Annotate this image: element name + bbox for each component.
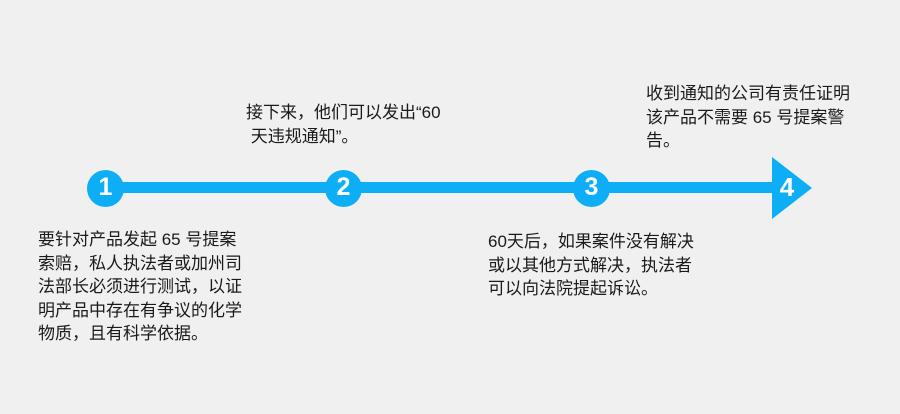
step-3-marker: 3	[573, 170, 610, 207]
step-4-description: 收到通知的公司有责任证明 该产品不需要 65 号提案警 告。	[646, 84, 850, 150]
step-3-description: 60天后，如果案件没有解决 或以其他方式解决，执法者 可以向法院提起诉讼。	[488, 232, 694, 298]
step-1-description: 要针对产品发起 65 号提案 索赔，私人执法者或加州司 法部长必须进行测试，以证…	[38, 230, 242, 343]
step-1-marker: 1	[87, 170, 124, 207]
step-4-number: 4	[779, 171, 795, 202]
timeline-line	[105, 182, 773, 193]
step-3-number: 3	[584, 173, 599, 201]
step-1-number: 1	[98, 173, 113, 201]
step-2-description: 接下来，他们可以发出“60 天违规通知”。	[246, 103, 441, 146]
arrow-right-icon	[772, 157, 812, 219]
step-2-marker: 2	[325, 170, 362, 207]
step-2-number: 2	[336, 173, 351, 201]
